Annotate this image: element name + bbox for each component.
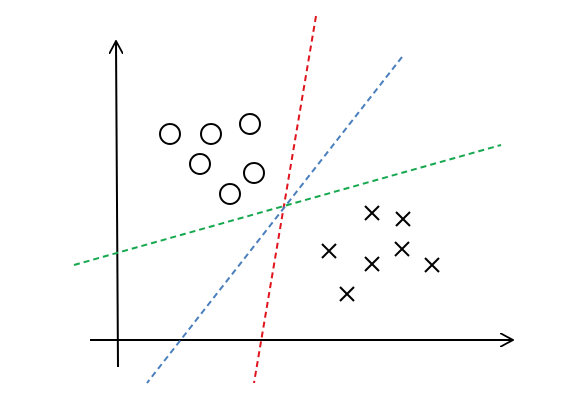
cross-marker <box>339 286 355 302</box>
circle-marker <box>200 123 222 145</box>
cross-marker <box>364 205 380 221</box>
cross-marker <box>364 256 380 272</box>
circle-marker <box>243 162 265 184</box>
circle-class <box>159 113 265 205</box>
circle-marker <box>189 153 211 175</box>
circle-marker <box>159 123 181 145</box>
cross-marker <box>395 211 411 227</box>
cross-marker <box>424 257 440 273</box>
cross-marker <box>321 243 337 259</box>
boundary-line-green <box>73 144 502 266</box>
cross-class <box>321 205 440 302</box>
cross-marker <box>394 241 410 257</box>
circle-marker <box>239 113 261 135</box>
y-axis <box>116 42 118 368</box>
boundary-line-blue <box>146 56 403 384</box>
circle-marker <box>219 183 241 205</box>
boundary-line-red <box>253 15 317 384</box>
